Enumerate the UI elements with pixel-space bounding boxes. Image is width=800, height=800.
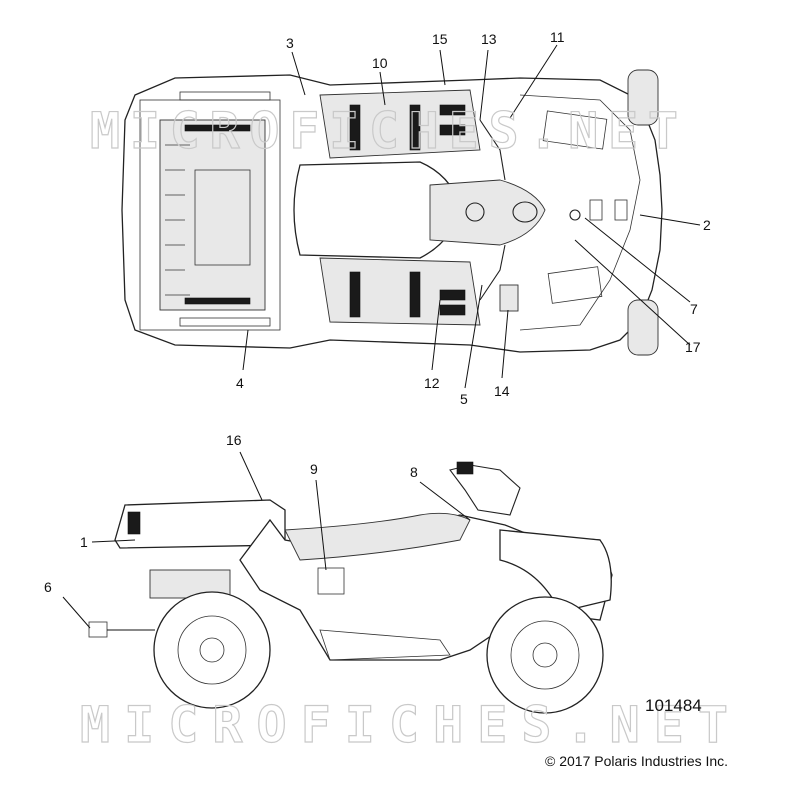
- watermark-top: MICROFICHES.NET: [90, 102, 680, 160]
- watermark-bottom: MICROFICHES.NET: [80, 696, 730, 754]
- callout-15: 15: [432, 31, 448, 47]
- top-view-atv: [121, 69, 663, 356]
- callout-14: 14: [494, 383, 510, 399]
- callout-5: 5: [460, 391, 468, 407]
- callout-17: 17: [685, 339, 701, 355]
- callout-3: 3: [286, 35, 294, 51]
- callout-9: 9: [310, 461, 318, 477]
- copyright-notice: © 2017 Polaris Industries Inc.: [545, 753, 728, 769]
- callout-11: 11: [550, 29, 565, 45]
- callout-8: 8: [410, 464, 418, 480]
- callout-10: 10: [372, 55, 388, 71]
- callout-13: 13: [481, 31, 497, 47]
- callout-4: 4: [236, 375, 244, 391]
- diagram-id-number: 101484: [645, 696, 702, 715]
- callout-1: 1: [80, 534, 88, 550]
- callout-6: 6: [44, 579, 52, 595]
- leader-lines: [62, 44, 701, 631]
- callout-7: 7: [690, 301, 698, 317]
- callout-2: 2: [703, 217, 711, 233]
- callout-labels-side: 16 9 8 1 6: [44, 432, 418, 595]
- callout-12: 12: [424, 375, 440, 391]
- callout-labels-top: 3 10 15 13 11 2 7 17 4 12 5 14: [236, 29, 711, 407]
- callout-16: 16: [226, 432, 242, 448]
- side-view-atv: [88, 461, 613, 714]
